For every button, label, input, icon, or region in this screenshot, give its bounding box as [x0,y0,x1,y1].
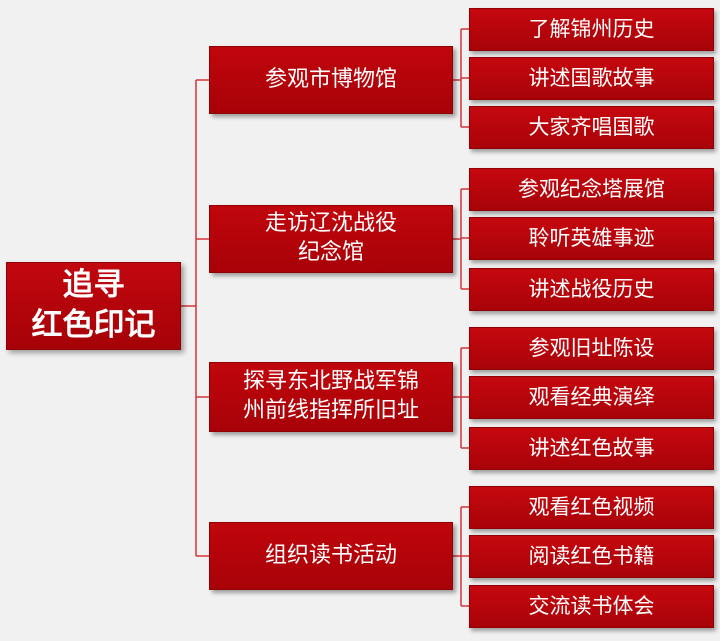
leaf-node-red-books: 阅读红色书籍 [469,535,714,578]
leaf-node-share-reading: 交流读书体会 [469,585,714,628]
leaf-node-learn-jinzhou-history: 了解锦州历史 [469,8,714,51]
leaf-node-classic-performance: 观看经典演绎 [469,376,714,419]
leaf-node-site-exhibits: 参观旧址陈设 [469,327,714,370]
branch-node-reading-activity: 组织读书活动 [209,522,453,590]
leaf-node-national-anthem-story: 讲述国歌故事 [469,57,714,100]
branch-node-command-post-site: 探寻东北野战军锦 州前线指挥所旧址 [209,362,453,432]
leaf-node-red-videos: 观看红色视频 [469,486,714,529]
leaf-node-campaign-history: 讲述战役历史 [469,268,714,311]
leaf-node-hero-stories: 聆听英雄事迹 [469,217,714,260]
leaf-node-sing-anthem: 大家齐唱国歌 [469,106,714,149]
root-node: 追寻 红色印记 [6,262,181,350]
branch-node-liaoshen-memorial: 走访辽沈战役 纪念馆 [209,205,453,273]
branch-node-museum: 参观市博物馆 [209,46,453,114]
leaf-node-memorial-tower-hall: 参观纪念塔展馆 [469,168,714,211]
leaf-node-red-stories: 讲述红色故事 [469,427,714,470]
